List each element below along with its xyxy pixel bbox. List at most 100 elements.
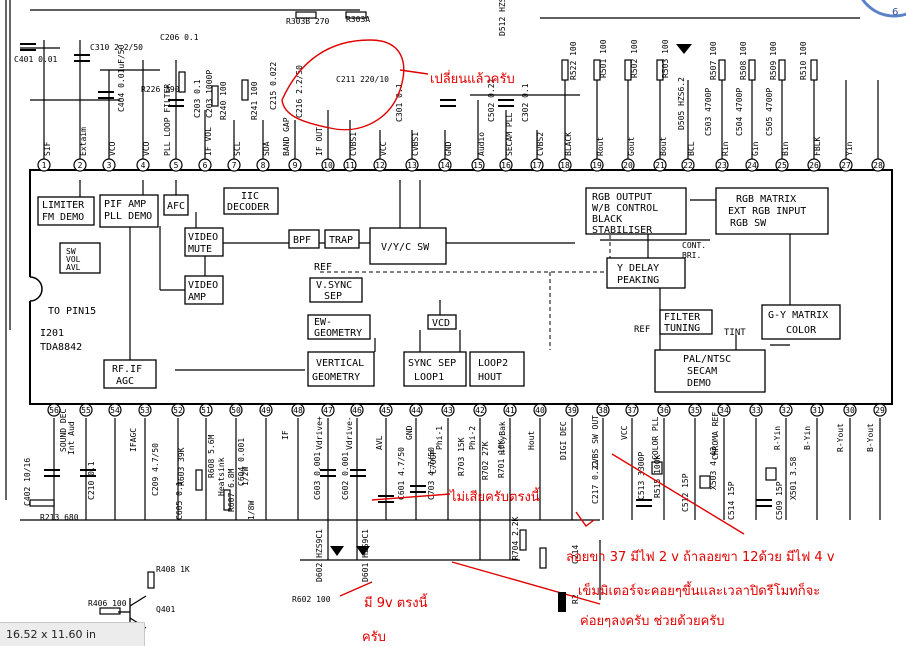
svg-text:PLL DEMO: PLL DEMO xyxy=(104,211,152,222)
svg-text:R2: R2 xyxy=(571,594,580,604)
svg-text:C211 220/10: C211 220/10 xyxy=(336,75,389,84)
svg-text:RGB OUTPUT: RGB OUTPUT xyxy=(592,192,652,203)
svg-text:20: 20 xyxy=(623,161,633,170)
svg-text:40: 40 xyxy=(535,406,545,415)
svg-text:41: 41 xyxy=(505,406,515,415)
svg-text:G-Y MATRIX: G-Y MATRIX xyxy=(768,310,828,321)
svg-text:R510 100: R510 100 xyxy=(799,41,808,80)
svg-text:IF OUT: IF OUT xyxy=(315,127,324,156)
svg-text:C602 0.001: C602 0.001 xyxy=(341,452,350,500)
svg-text:LOOP2: LOOP2 xyxy=(478,358,508,369)
svg-text:R522 100: R522 100 xyxy=(569,41,578,80)
svg-text:BPF: BPF xyxy=(293,235,311,246)
svg-text:PAL/NTSC: PAL/NTSC xyxy=(683,354,731,365)
svg-text:21: 21 xyxy=(655,161,665,170)
svg-text:C206 0.1: C206 0.1 xyxy=(160,33,199,42)
svg-text:Rin: Rin xyxy=(721,141,730,156)
clock-digit: 6 xyxy=(892,7,898,18)
svg-text:Q401: Q401 xyxy=(156,605,175,614)
svg-text:CHROMA REF: CHROMA REF xyxy=(711,412,720,460)
svg-text:6: 6 xyxy=(203,161,208,170)
svg-text:C503 4700P: C503 4700P xyxy=(704,88,713,136)
svg-text:GND: GND xyxy=(405,425,414,440)
svg-text:SCL: SCL xyxy=(233,141,242,156)
svg-text:Gin: Gin xyxy=(751,141,760,156)
svg-text:C513 3300P: C513 3300P xyxy=(637,452,646,500)
svg-text:32: 32 xyxy=(781,406,791,415)
svg-text:D512 HZS9C3: D512 HZS9C3 xyxy=(498,0,507,36)
svg-text:23: 23 xyxy=(717,161,727,170)
svg-text:BAND GAP: BAND GAP xyxy=(282,117,291,156)
svg-text:FBLK: FBLK xyxy=(813,137,822,156)
svg-text:Yin: Yin xyxy=(845,141,854,156)
svg-text:FM DEMO: FM DEMO xyxy=(42,212,84,223)
svg-text:R602 100: R602 100 xyxy=(292,595,331,604)
svg-text:V/Y/C SW: V/Y/C SW xyxy=(381,242,430,253)
svg-text:11: 11 xyxy=(345,161,355,170)
svg-text:14: 14 xyxy=(440,161,450,170)
svg-text:34: 34 xyxy=(719,406,729,415)
svg-text:15: 15 xyxy=(473,161,483,170)
svg-text:C509 15P: C509 15P xyxy=(775,481,784,520)
svg-text:38: 38 xyxy=(598,406,608,415)
svg-text:Hout: Hout xyxy=(527,431,536,450)
svg-text:C404 0.01uF/50: C404 0.01uF/50 xyxy=(117,44,126,112)
svg-text:VIDEO: VIDEO xyxy=(188,232,218,243)
svg-text:R408 1K: R408 1K xyxy=(156,565,190,574)
svg-text:C301 0.1: C301 0.1 xyxy=(395,83,404,122)
svg-text:1: 1 xyxy=(42,161,47,170)
svg-text:CVBS2: CVBS2 xyxy=(536,132,545,156)
svg-text:18: 18 xyxy=(560,161,570,170)
svg-text:BLACK: BLACK xyxy=(592,214,622,225)
annotation-9v-2: ครับ xyxy=(362,630,386,645)
svg-text:Extaim: Extaim xyxy=(79,127,88,156)
svg-text:RGB MATRIX: RGB MATRIX xyxy=(736,194,796,205)
svg-text:COLOR PLL: COLOR PLL xyxy=(651,416,660,460)
svg-text:25: 25 xyxy=(777,161,787,170)
svg-text:C514 15P: C514 15P xyxy=(727,481,736,520)
svg-text:LIMITER: LIMITER xyxy=(42,200,85,211)
status-bar: 16.52 x 11.60 in xyxy=(0,622,145,646)
svg-text:26: 26 xyxy=(809,161,819,170)
red-markup xyxy=(281,39,745,605)
svg-text:43: 43 xyxy=(443,406,453,415)
svg-text:GEOMETRY: GEOMETRY xyxy=(312,372,360,383)
svg-text:BRI.: BRI. xyxy=(682,251,701,260)
svg-text:VCO: VCO xyxy=(142,141,151,156)
svg-text:16: 16 xyxy=(501,161,511,170)
svg-text:BCL: BCL xyxy=(687,141,696,156)
svg-text:55: 55 xyxy=(81,406,91,415)
svg-text:LOOP1: LOOP1 xyxy=(414,372,444,383)
svg-text:MUTE: MUTE xyxy=(188,244,212,255)
annotation-question-3: ค่อยๆลงครับ ช่วยด้วยครับ xyxy=(580,614,725,629)
svg-text:GEOMETRY: GEOMETRY xyxy=(314,328,362,339)
svg-text:TO PIN15: TO PIN15 xyxy=(48,306,96,317)
svg-text:R-Yout: R-Yout xyxy=(836,423,845,452)
svg-text:5: 5 xyxy=(174,161,179,170)
svg-text:44: 44 xyxy=(411,406,421,415)
svg-text:VCD: VCD xyxy=(432,318,450,329)
svg-text:AVL: AVL xyxy=(66,263,81,272)
svg-text:PLL LOOP FILTER: PLL LOOP FILTER xyxy=(163,84,172,156)
svg-text:17: 17 xyxy=(532,161,542,170)
svg-text:R503 100: R503 100 xyxy=(661,39,670,78)
annotation-question-2: เข็มมิเตอร์จะคอยๆขึ้นและเวลาปิดรีโมทก็จะ xyxy=(578,584,821,599)
svg-text:VCC: VCC xyxy=(620,425,629,440)
svg-text:REF: REF xyxy=(634,325,650,335)
svg-text:R-Yin: R-Yin xyxy=(773,426,782,450)
svg-text:TRAP: TRAP xyxy=(329,235,353,246)
svg-text:R226 390: R226 390 xyxy=(141,85,180,94)
svg-text:R704 2.2K: R704 2.2K xyxy=(511,516,520,560)
svg-text:SYNC SEP: SYNC SEP xyxy=(408,358,456,369)
svg-text:R501 100: R501 100 xyxy=(599,39,608,78)
svg-text:R702 27K: R702 27K xyxy=(481,441,490,480)
capacitor-symbols xyxy=(20,43,772,507)
svg-text:53: 53 xyxy=(140,406,150,415)
svg-text:31: 31 xyxy=(812,406,822,415)
svg-text:29: 29 xyxy=(875,406,885,415)
annotation-9v: มี 9v ตรงนี้ xyxy=(364,596,428,611)
svg-text:TDA8842: TDA8842 xyxy=(40,342,82,353)
top-pin-labels: SIF Extaim VCO VCO PLL LOOP FILTER IF VO… xyxy=(43,84,854,156)
svg-text:SECAM PLL: SECAM PLL xyxy=(505,112,514,156)
